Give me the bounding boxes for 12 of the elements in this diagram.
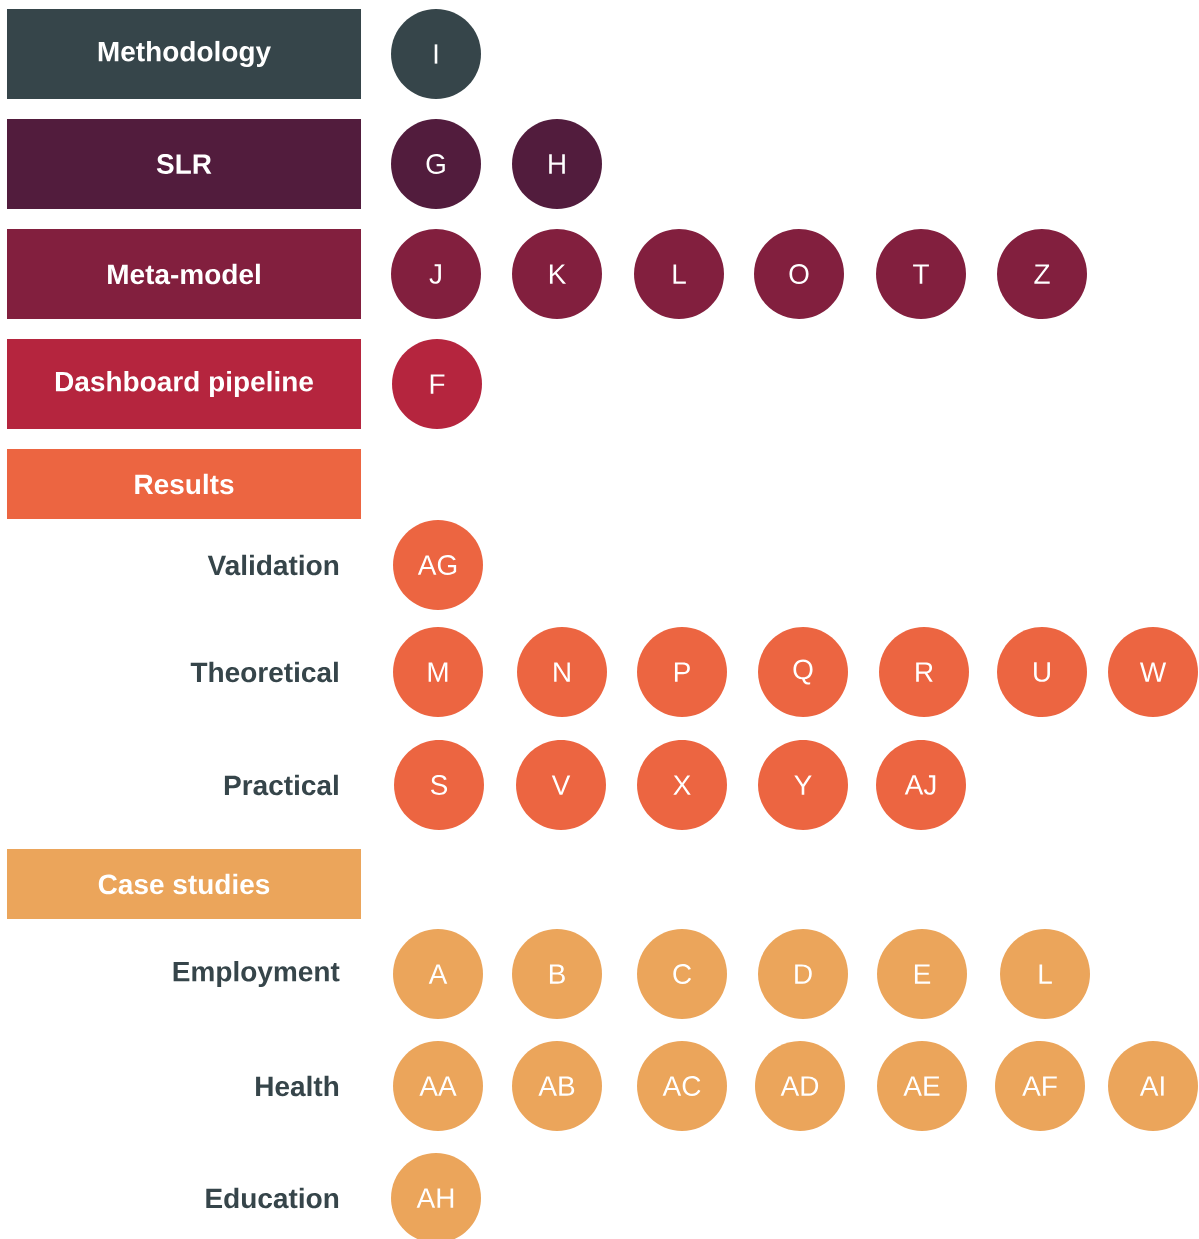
row-label: Health xyxy=(256,1075,339,1097)
row-label: Employment xyxy=(173,960,340,988)
header-box: Methodology xyxy=(7,9,361,99)
row-label: Practical xyxy=(224,774,338,796)
header-box: Case studies xyxy=(7,849,361,919)
header-box: Meta-model xyxy=(7,229,361,319)
row-label: Theoretical xyxy=(190,661,338,683)
header-box: Results xyxy=(7,449,361,519)
row-label: Education xyxy=(206,1187,339,1209)
header-box: SLR xyxy=(7,119,361,209)
row-label: Validation xyxy=(207,554,339,576)
header-box: Dashboard pipeline xyxy=(7,339,361,429)
